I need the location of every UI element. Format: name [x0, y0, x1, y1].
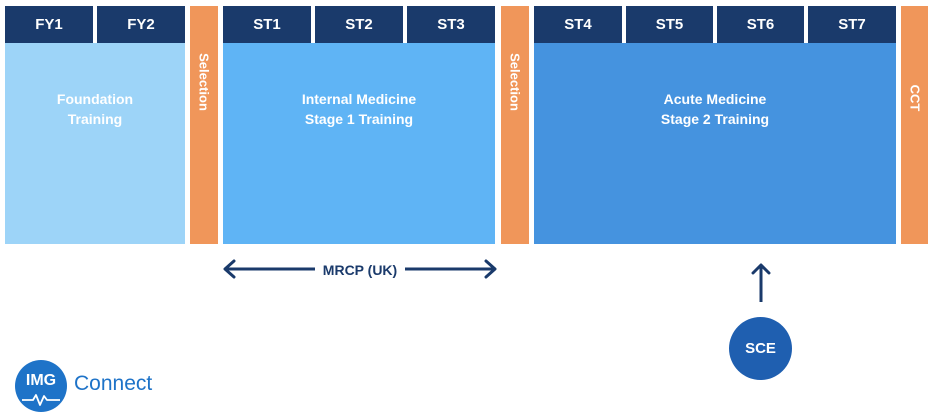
- foundation-training-block: Foundation Training: [5, 43, 185, 244]
- cct-label: CCT: [907, 84, 922, 112]
- stage2-training-block: Acute Medicine Stage 2 Training: [534, 43, 896, 244]
- year-fy2: FY2: [97, 6, 185, 43]
- stage1-label-line1: Internal Medicine: [301, 91, 417, 107]
- year-st6: ST6: [717, 6, 804, 43]
- img-logo-badge-icon: [15, 360, 67, 412]
- selection-bar-2: Selection: [501, 6, 529, 244]
- year-fy1: FY1: [5, 6, 93, 43]
- sce-label: SCE: [745, 340, 776, 357]
- foundation-label-line2: Training: [67, 111, 123, 127]
- year-st2: ST2: [315, 6, 403, 43]
- year-st4: ST4: [534, 6, 622, 43]
- img-logo-badge-text: IMG: [25, 372, 57, 389]
- year-st5: ST5: [626, 6, 713, 43]
- foundation-label-line1: Foundation: [56, 91, 134, 107]
- stage1-training-block: Internal Medicine Stage 1 Training: [223, 43, 495, 244]
- selection-label-2: Selection: [507, 53, 523, 111]
- year-st1: ST1: [223, 6, 311, 43]
- cct-bar: CCT: [901, 6, 928, 244]
- img-connect-logo: IMG Connect: [14, 359, 164, 413]
- stage2-label-line2: Stage 2 Training: [660, 111, 770, 127]
- year-st7: ST7: [808, 6, 896, 43]
- stage2-label-line1: Acute Medicine: [663, 91, 767, 107]
- year-st3: ST3: [407, 6, 495, 43]
- selection-bar-1: Selection: [190, 6, 218, 244]
- mrcp-label-wrap: MRCP (UK): [218, 260, 502, 280]
- sce-circle: SCE: [729, 317, 792, 380]
- stage1-label-line2: Stage 1 Training: [304, 111, 414, 127]
- sce-up-arrow-icon: [751, 263, 771, 302]
- selection-label-1: Selection: [196, 53, 212, 111]
- mrcp-label: MRCP (UK): [314, 262, 406, 278]
- img-logo-word: Connect: [74, 372, 153, 395]
